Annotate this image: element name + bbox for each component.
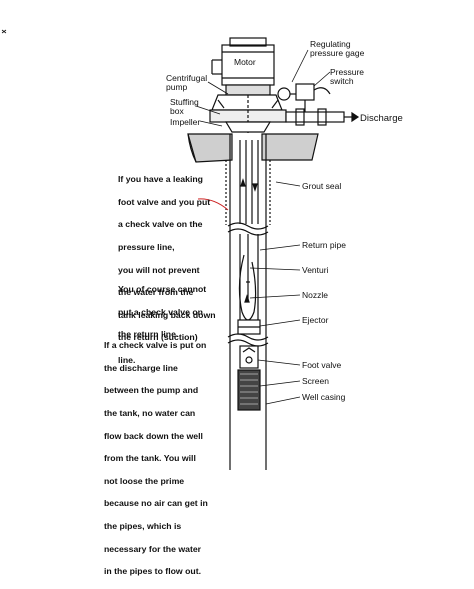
label-pressure-switch: Pressure switch bbox=[330, 67, 365, 86]
label-well-casing: Well casing bbox=[302, 392, 346, 402]
jet-pump-diagram: Motor Regulating pressure gage Pressure … bbox=[1, 29, 403, 576]
diagram-drawing bbox=[1, 29, 360, 470]
note3-line: between the pump and bbox=[104, 385, 199, 396]
note3-line: necessary for the water bbox=[104, 543, 202, 554]
note1-line: a check valve on the bbox=[118, 219, 203, 230]
pump-body-drawing bbox=[209, 94, 287, 135]
note3-line: not loose the prime bbox=[104, 475, 185, 486]
leader-lines bbox=[195, 49, 331, 405]
note1-line: you will not prevent bbox=[118, 264, 200, 275]
note1-line: foot valve and you put bbox=[118, 196, 211, 207]
label-venturi: Venturi bbox=[302, 265, 329, 275]
note2-line: You of course cannot bbox=[118, 284, 207, 295]
note-discharge-check-valve: If a check valve is put on the discharge… bbox=[104, 329, 208, 589]
note3-line: If a check valve is put on bbox=[104, 340, 207, 351]
note3-line: the pipes, which is bbox=[104, 521, 182, 532]
break-lines-drawing bbox=[227, 222, 269, 236]
note3-line: the tank, no water can bbox=[104, 408, 196, 419]
note3-line: flow back down the well bbox=[104, 430, 203, 441]
label-stuffing-box: Stuffing box bbox=[170, 97, 199, 116]
label-foot-valve: Foot valve bbox=[302, 360, 342, 370]
note3-line: in the pipes to flow out. bbox=[104, 566, 202, 577]
note3-line: because no air can get in bbox=[104, 498, 208, 509]
label-ejector: Ejector bbox=[302, 315, 329, 325]
label-nozzle: Nozzle bbox=[302, 290, 328, 300]
motor-drawing bbox=[211, 37, 275, 96]
label-return-pipe: Return pipe bbox=[302, 240, 346, 250]
foot-valve-drawing bbox=[239, 345, 259, 369]
inner-pipes-lower bbox=[238, 234, 259, 330]
note3-line: the discharge line bbox=[104, 362, 178, 373]
screen-drawing bbox=[237, 369, 261, 411]
note1-line: line. bbox=[118, 355, 136, 366]
label-grout-seal: Grout seal bbox=[302, 181, 342, 191]
note-leaking-foot-valve: If you have a leaking foot valve and you… bbox=[118, 163, 216, 378]
note1-line: the water from the bbox=[118, 287, 194, 298]
note-return-line: You of course cannot put a check valve o… bbox=[118, 273, 206, 352]
label-screen: Screen bbox=[302, 376, 329, 386]
note1-line: the return (suction) bbox=[118, 332, 198, 343]
lower-break-drawing bbox=[227, 333, 269, 347]
note3-line: from the tank. You will bbox=[104, 453, 196, 464]
inner-pipes-upper bbox=[239, 140, 259, 224]
note2-line: the return line. bbox=[118, 329, 179, 340]
label-discharge: Discharge bbox=[360, 113, 403, 124]
note1-line: pressure line, bbox=[118, 242, 175, 253]
label-motor: Motor bbox=[234, 57, 256, 67]
note1-line: If you have a leaking bbox=[118, 174, 203, 185]
pressure-switch-drawing bbox=[277, 83, 331, 114]
annotation-curve bbox=[197, 198, 229, 211]
label-impeller: Impeller bbox=[170, 117, 201, 127]
note2-line: put a check valve on bbox=[118, 306, 203, 317]
label-centrifugal-pump: Centrifugal pump bbox=[166, 73, 208, 92]
discharge-pipe-drawing bbox=[285, 108, 360, 126]
ground-slab-drawing bbox=[187, 133, 319, 163]
note1-line: tank leaking back down bbox=[118, 309, 216, 320]
corner-mark bbox=[1, 29, 7, 34]
well-casing-drawing bbox=[225, 134, 271, 470]
ejector-drawing bbox=[237, 319, 261, 335]
label-regulating-pressure-gage: Regulating pressure gage bbox=[310, 39, 365, 58]
